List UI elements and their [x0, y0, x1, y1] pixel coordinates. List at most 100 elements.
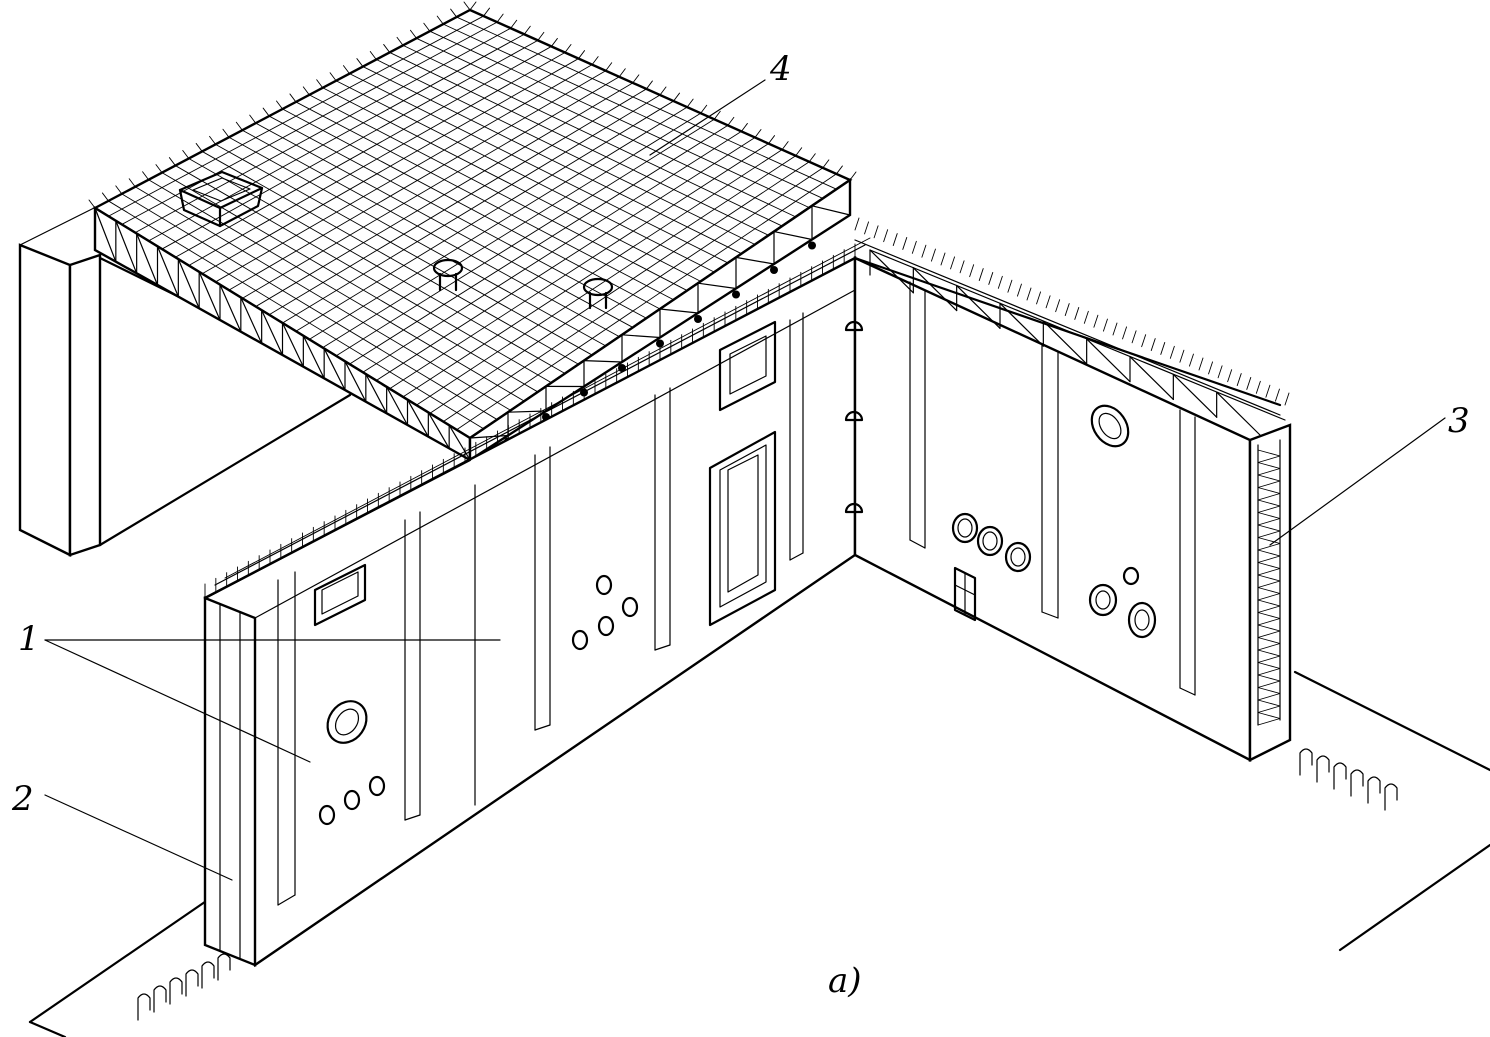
starter-bar-hook	[217, 953, 231, 981]
rebar-tick	[128, 178, 136, 188]
rebar-line	[854, 239, 1281, 416]
truss-diagonal	[1257, 693, 1281, 701]
rebar-tick	[1016, 283, 1022, 297]
rebar-tick	[483, 7, 491, 17]
starter-bar-hook	[201, 961, 215, 989]
rebar-tick	[436, 15, 444, 25]
slab-rebar-grid	[88, 1, 857, 431]
rebar-tick	[988, 271, 994, 285]
rebar-tick	[883, 229, 889, 243]
rebar-tick	[768, 135, 776, 145]
truss-diagonal	[1257, 699, 1281, 707]
rebar-tick	[469, 1, 477, 11]
slab-grid-line	[375, 59, 756, 245]
right-panel-joints	[909, 281, 1196, 696]
truss-diagonal	[302, 335, 325, 379]
rebar-tick	[902, 236, 908, 250]
truss-diagonal	[240, 296, 263, 344]
slab-grid-line	[282, 94, 661, 324]
rebar-tick	[289, 93, 297, 103]
truss-diagonal	[1257, 680, 1281, 688]
starter-bar-hook	[1367, 776, 1381, 804]
truss-diagonal	[198, 271, 221, 321]
rebar-tick	[1160, 341, 1166, 355]
slab-grid-line	[389, 143, 770, 390]
rebar-tick	[1274, 388, 1280, 402]
truss-diagonal	[1257, 655, 1281, 663]
slab-grid-line	[362, 130, 742, 373]
starter-bar-hook	[1316, 755, 1330, 783]
slab-grid-line	[295, 100, 675, 332]
rebar-tick	[713, 110, 721, 120]
truss-diagonal	[177, 258, 200, 309]
rebar-tick	[496, 13, 504, 23]
truss-diagonal	[1257, 462, 1281, 469]
truss-diagonal	[1257, 555, 1281, 563]
rebar-tick	[659, 86, 667, 96]
panel-joint-end	[534, 724, 551, 731]
label-4: 4	[769, 49, 792, 89]
truss-diagonal	[1216, 391, 1261, 436]
truss-diagonal	[1257, 605, 1281, 613]
truss-diagonal	[1257, 599, 1281, 607]
truss-diagonal	[1257, 687, 1281, 694]
rebar-tick	[1198, 357, 1204, 371]
front-top-rebar	[204, 237, 871, 599]
truss-diagonal	[1257, 618, 1281, 626]
rebar-tick	[1074, 306, 1080, 320]
rebar-tick	[463, 1, 471, 11]
truss-diagonal	[261, 309, 284, 356]
truss-diagonal	[697, 282, 737, 290]
truss-diagonal	[1257, 468, 1281, 476]
front-window-small	[313, 563, 367, 627]
truss-diagonal	[1257, 649, 1281, 657]
rebar-tick	[781, 141, 789, 151]
truss-diagonal	[735, 256, 775, 265]
truss-diagonal	[1257, 543, 1281, 551]
lifting-ring-1	[432, 258, 464, 292]
rebar-tick	[754, 129, 762, 138]
slab-grid-line	[335, 118, 715, 357]
truss-diagonal	[1257, 574, 1281, 582]
rebar-tick	[921, 244, 927, 258]
rebar-tick	[1102, 318, 1108, 332]
rebar-tick	[209, 135, 216, 145]
truss-diagonal	[1257, 480, 1281, 488]
slab-grid-line	[456, 16, 837, 190]
label-1: 1	[18, 619, 40, 659]
truss-diagonal	[1257, 587, 1281, 594]
truss-diagonal	[1172, 373, 1218, 418]
rebar-tick	[195, 142, 203, 152]
rebar-tick	[235, 121, 243, 131]
truss-diagonal	[1257, 624, 1281, 632]
front-sleeves	[318, 574, 639, 826]
rebar-tick	[1208, 361, 1214, 375]
connection-bolt	[770, 266, 778, 274]
rebar-tick	[645, 80, 653, 90]
rebar-tick	[1007, 279, 1013, 293]
lifting-ring-2	[582, 277, 614, 310]
starter-bar-hook	[1333, 762, 1347, 790]
rebar-tick	[1236, 373, 1242, 387]
truss-diagonal	[1257, 662, 1281, 669]
rebar-tick	[383, 43, 391, 53]
rebar-tick	[316, 79, 324, 89]
truss-diagonal	[344, 360, 367, 403]
truss-diagonal	[956, 284, 1001, 329]
slab-grid-line	[322, 112, 702, 349]
rebar-tick	[1036, 291, 1042, 305]
panel-joint-end	[1179, 687, 1196, 696]
slab-grid-line	[335, 80, 715, 273]
rebar-tick	[795, 147, 803, 157]
rebar-tick	[873, 225, 879, 239]
truss-diagonal	[1257, 593, 1281, 601]
rebar-tick	[182, 150, 190, 159]
right-wall	[844, 217, 1292, 762]
truss-diagonal	[999, 302, 1044, 347]
rebar-tick	[1083, 310, 1089, 324]
right-small-opening	[953, 566, 977, 622]
right-sleeves	[951, 404, 1157, 639]
truss-diagonal	[1257, 612, 1281, 619]
panel-joint-end	[404, 814, 421, 821]
truss-diagonal	[1257, 474, 1281, 482]
